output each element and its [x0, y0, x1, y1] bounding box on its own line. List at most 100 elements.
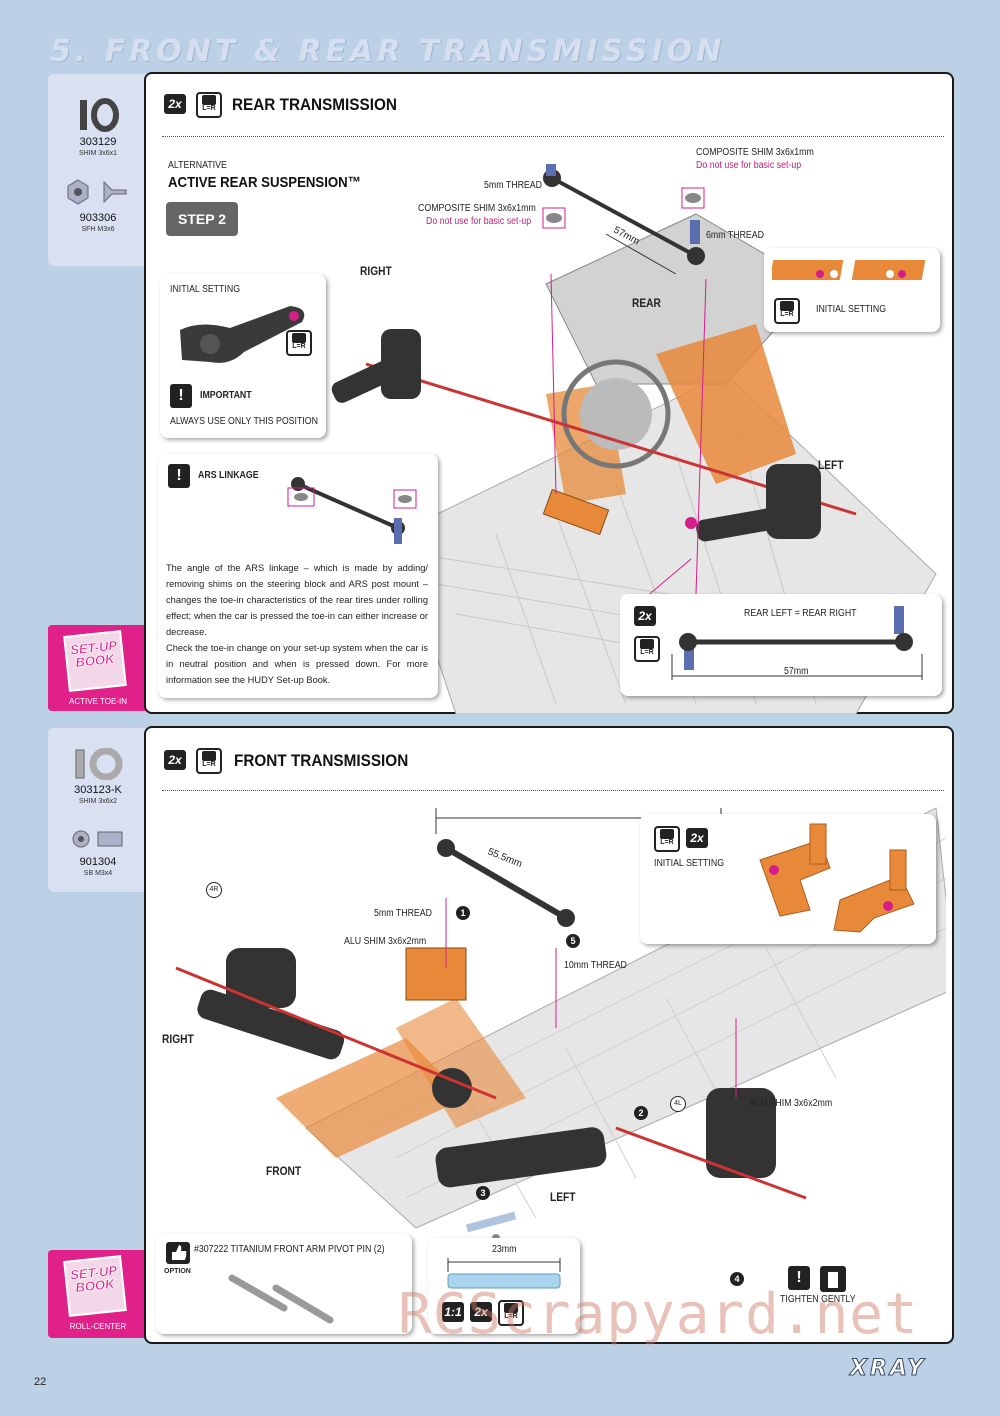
step-number-2: 2 [634, 1106, 648, 1120]
screw-icon [67, 179, 127, 205]
ars-linkage-text: The angle of the ARS linkage – which is … [166, 563, 428, 685]
label-4l: 4L [670, 1096, 686, 1112]
label-4r: 4R [206, 882, 222, 898]
qty-icon: 2x [164, 94, 186, 114]
step-number-1: 1 [456, 906, 470, 920]
alu-shim-icon [75, 748, 123, 780]
qty-icon: 2x [634, 606, 656, 626]
dir-left: LEFT [818, 458, 844, 472]
lr-icon: L=R [634, 636, 660, 662]
composite-shim-top: COMPOSITE SHIM 3x6x1mm [696, 147, 814, 158]
part-code: 901304 [79, 856, 117, 868]
brand-logo: XRAY [849, 1356, 927, 1382]
alu-shim-label: ALU SHIM 3x6x2mm [344, 936, 427, 947]
warning-icon: ! [168, 464, 190, 488]
option-text: #307222 TITANIUM FRONT ARM PIVOT PIN (2) [194, 1244, 385, 1255]
warning-icon: ! [170, 384, 192, 408]
pin-length: 23mm [492, 1244, 517, 1255]
thread-6mm: 6mm THREAD [706, 230, 765, 241]
scale-icon: 1:1 [442, 1302, 464, 1322]
shim-box-mid [542, 207, 566, 229]
alu-shim-right-label: ALU SHIM 3x6x2mm [750, 1098, 833, 1109]
warning-icon: ! [788, 1266, 810, 1290]
thread-5mm: 5mm THREAD [484, 180, 543, 191]
step-badge: STEP 2 [166, 202, 238, 236]
qty-icon: 2x [164, 750, 186, 770]
lr-icon: L=R [498, 1300, 524, 1326]
important-label: IMPORTANT [200, 390, 252, 401]
part-desc: SHIM 3x6x1 [78, 150, 118, 157]
lr-icon: L=R [196, 92, 222, 118]
initial-setting-box: INITIAL SETTING L=R ! IMPORTANT ALWAYS U… [160, 274, 326, 438]
shim-plates-illustration [772, 260, 926, 280]
pin-illustration [447, 1258, 561, 1289]
rear-transmission-panel: 2x L=R REAR TRANSMISSION ALTERNATIVE ACT… [144, 72, 954, 714]
front-parts-panel: 303123-K SHIM 3x6x2 901304 SB M3x4 [48, 728, 148, 892]
part-code: 903306 [79, 212, 117, 224]
front-title: FRONT TRANSMISSION [234, 751, 409, 770]
thread-10mm: 10mm THREAD [564, 960, 627, 971]
initial-setting-title: INITIAL SETTING [170, 284, 241, 295]
divider [162, 136, 944, 137]
option-box: OPTION #307222 TITANIUM FRONT ARM PIVOT … [156, 1234, 412, 1334]
divider [162, 790, 944, 791]
part-code: 303123-K [74, 784, 122, 796]
setup-book-caption: ROLL-CENTER [69, 1322, 127, 1331]
dir-right: RIGHT [162, 1032, 194, 1046]
rear-left-equals-right: REAR LEFT = REAR RIGHT [744, 608, 857, 619]
part-code: 303129 [79, 136, 117, 148]
thumbs-up-icon [166, 1242, 190, 1264]
initial-setting-right-box: L=R INITIAL SETTING [764, 248, 940, 332]
alternative-label: ALTERNATIVE [168, 160, 227, 171]
important-note: ALWAYS USE ONLY THIS POSITION [170, 416, 319, 427]
tighten-gently: TIGHTEN GENTLY [780, 1294, 856, 1305]
not-basic-top: Do not use for basic set-up [696, 160, 802, 171]
set-screw-icon [72, 830, 123, 848]
thread-5mm: 5mm THREAD [374, 908, 433, 919]
rear-parts-panel: 303129 SHIM 3x6x1 903306 SFH M3x6 [48, 74, 148, 266]
qty-icon: 2x [470, 1302, 492, 1322]
step-number-4: 4 [730, 1272, 744, 1286]
turnbuckle-illustration [671, 606, 923, 680]
pin-length-box: 23mm 1:1 2x L=R [428, 1238, 580, 1334]
front-initial-setting-box: L=R 2x INITIAL SETTING [640, 814, 936, 944]
shim-icon [80, 98, 119, 132]
front-initial-setting-label: INITIAL SETTING [654, 858, 725, 869]
hub-carrier-illustration [180, 306, 305, 363]
pivot-pins-illustration [228, 1274, 334, 1324]
ars-link-illustration [543, 164, 705, 274]
lr-icon: L=R [774, 298, 800, 324]
hex-key-icon [820, 1266, 846, 1292]
part-desc: SFH M3x6 [81, 226, 115, 233]
front-transmission-panel: 2x L=R FRONT TRANSMISSION 55.5mm 5mm THR… [144, 726, 954, 1344]
page-number: 22 [34, 1376, 47, 1388]
rod-length-box: 2x L=R REAR LEFT = REAR RIGHT 57mm [620, 594, 942, 696]
caster-blocks-illustration [759, 823, 915, 933]
dir-front: FRONT [266, 1164, 302, 1178]
part-desc: SB M3x4 [83, 870, 113, 877]
step-number-3: 3 [476, 1186, 490, 1200]
lr-icon: L=R [196, 748, 222, 774]
ars-linkage-title: ARS LINKAGE [198, 470, 259, 481]
watermark: RCScrapyard.net [398, 1282, 919, 1347]
ars-title: ACTIVE REAR SUSPENSION™ [168, 174, 361, 191]
rod-length: 57mm [784, 666, 809, 677]
not-basic-mid: Do not use for basic set-up [426, 216, 532, 227]
shim-box-top [681, 187, 705, 209]
part-desc: SHIM 3x6x2 [78, 798, 118, 805]
dir-left: LEFT [550, 1190, 576, 1204]
ars-linkage-illustration [287, 477, 417, 544]
section-title: 5. FRONT & REAR TRANSMISSION [50, 34, 726, 69]
dir-rear: REAR [632, 296, 661, 310]
setup-book-caption: ACTIVE TOE-IN [69, 697, 127, 706]
composite-shim-mid: COMPOSITE SHIM 3x6x1mm [418, 203, 536, 214]
dir-right: RIGHT [360, 264, 392, 278]
option-label: OPTION [164, 1268, 191, 1275]
rear-title: REAR TRANSMISSION [232, 95, 397, 114]
lr-icon: L=R [286, 330, 312, 356]
initial-setting-right-label: INITIAL SETTING [816, 304, 887, 315]
